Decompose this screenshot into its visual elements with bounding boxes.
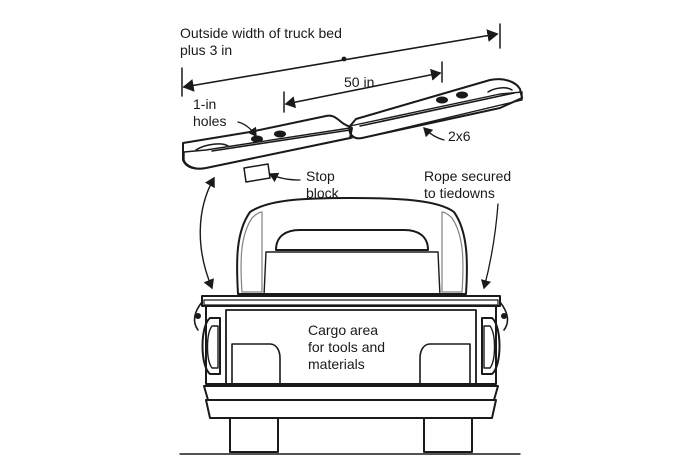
- stop-block-line1: Stop: [306, 168, 335, 184]
- lumber-label: 2x6: [448, 128, 471, 144]
- fifty-inch-label: 50 in: [344, 74, 375, 90]
- outside-width-line2: plus 3 in: [180, 42, 233, 58]
- rope-line1: Rope secured: [424, 168, 512, 184]
- label-leaders: [199, 121, 499, 290]
- pickup-truck: [179, 197, 521, 455]
- outside-width-dimension: [181, 23, 501, 97]
- holes-line2: holes: [193, 113, 227, 129]
- holes-label: 1-in holes: [193, 96, 226, 130]
- fifty-inch-dimension: [283, 61, 443, 113]
- cargo-line2: for tools and: [308, 339, 386, 355]
- rope-label: Rope secured to tiedowns: [424, 168, 511, 202]
- holes-line1: 1-in: [193, 96, 217, 112]
- cargo-line3: materials: [308, 356, 365, 372]
- rope-line2: to tiedowns: [424, 185, 495, 201]
- stop-block-line2: block: [306, 185, 339, 201]
- outside-width-label: Outside width of truck bed plus 3 in: [180, 25, 342, 59]
- cargo-line1: Cargo area: [308, 322, 379, 338]
- right-board: [348, 78, 523, 140]
- outside-width-line1: Outside width of truck bed: [180, 25, 342, 41]
- cargo-area-label: Cargo area for tools and materials: [308, 322, 385, 373]
- stop-block-label: Stop block: [306, 168, 339, 202]
